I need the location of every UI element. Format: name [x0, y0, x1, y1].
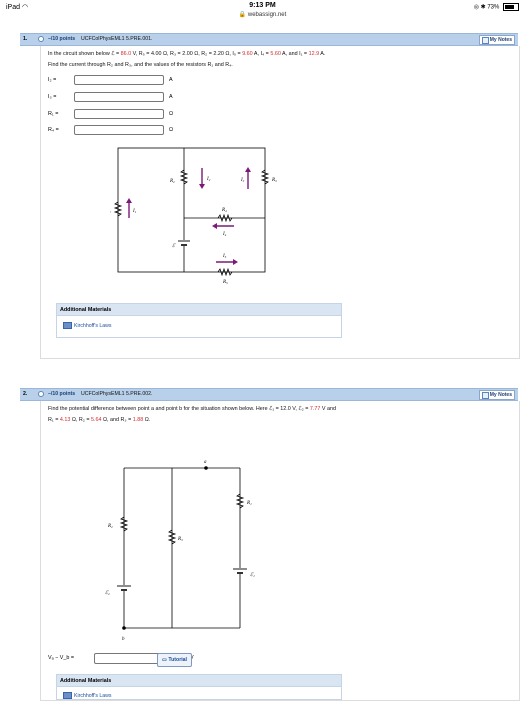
location-icon: ◎ [473, 4, 479, 11]
tutorial-button[interactable]: ▭ Tutorial [157, 653, 192, 667]
r4-input[interactable] [74, 125, 164, 135]
lock-icon: 🔒 [238, 12, 247, 18]
question-number: 1. [23, 36, 28, 42]
label-emf2: ℰ₂ [105, 590, 110, 596]
label-r1: R₁ [110, 209, 111, 214]
label-r3: R₃ [177, 537, 183, 542]
tutorial-icon: ▭ [162, 657, 167, 663]
question-status-icon [38, 36, 44, 42]
question-code: UCFColPhysEML1 5.PRE.002. [81, 391, 153, 397]
my-notes-button[interactable]: My Notes [478, 35, 515, 45]
label-point-a: a [204, 460, 207, 465]
kirchhoffs-laws-link[interactable]: Kirchhoff's Laws [63, 692, 112, 699]
question-points: –/10 points [48, 36, 76, 42]
r1-input[interactable] [74, 109, 164, 119]
clock: 9:13 PM [249, 2, 276, 9]
status-bar: iPad ◠ 9:13 PM 🔒 webassign.net ◎ ✱ 73% [0, 0, 525, 22]
wifi-icon: ◠ [21, 4, 29, 11]
label-r3: R₃ [271, 178, 277, 183]
label-r2: R₂ [107, 524, 113, 529]
q2-prompt-line1: Find the potential difference between po… [48, 406, 336, 412]
label-i1: I₁ [132, 209, 137, 214]
battery-icon [503, 3, 519, 11]
label-r1: R₁ [246, 501, 252, 506]
bluetooth-icon: ✱ [480, 4, 486, 11]
status-right: ◎ ✱ 73% [474, 3, 519, 11]
q2-additional-materials-header: Additional Materials [56, 674, 342, 687]
question-points: –/10 points [48, 391, 76, 397]
question-code: UCFColPhysEML1 5.PRE.001. [81, 36, 153, 42]
question-2-header: 2. –/10 points UCFColPhysEML1 5.PRE.002.… [20, 388, 518, 401]
label-emf1: ℰ₁ [250, 572, 255, 578]
battery-percent: 73% [487, 4, 500, 11]
kirchhoffs-laws-link[interactable]: Kirchhoff's Laws [63, 322, 112, 329]
q1-circuit-diagram: R₂ I₂ I₃ R₃ R₄ I₄ R₁ I₁ ℰ I₅ R₅ [110, 147, 277, 285]
book-icon [63, 692, 72, 699]
label-r2: R₂ [169, 179, 175, 184]
question-1-panel [40, 46, 520, 359]
label-r4: R₄ [221, 208, 227, 213]
q1-additional-materials-body: Kirchhoff's Laws [56, 316, 342, 338]
i2-input[interactable] [74, 75, 164, 85]
label-i5: I₅ [222, 254, 227, 259]
question-number: 2. [23, 391, 28, 397]
question-1-header: 1. –/10 points UCFColPhysEML1 5.PRE.001.… [20, 33, 518, 46]
label-point-b: b [122, 637, 125, 642]
question-status-icon [38, 391, 44, 397]
q2-additional-materials-body: Kirchhoff's Laws [56, 687, 342, 700]
q2-circuit-diagram: a b R₁ R₃ R₂ ℰ₁ ℰ₂ [105, 460, 255, 642]
label-emf: ℰ [172, 243, 176, 249]
label-i4: I₄ [222, 232, 227, 237]
my-notes-button[interactable]: My Notes [478, 390, 515, 400]
q1-prompt-line2: Find the current through R₂ and R₃, and … [48, 62, 233, 68]
device-label: iPad ◠ [6, 4, 29, 11]
label-i3: I₃ [240, 178, 245, 183]
q1-prompt-line1: In the circuit shown below ℰ = 86.0 V, R… [48, 51, 326, 57]
i3-input[interactable] [74, 92, 164, 102]
label-r5: R₅ [222, 280, 228, 285]
q2-prompt-line2: R₁ = 4.13 Ω, R₂ = 5.64 Ω, and R₃ = 1.88 … [48, 417, 151, 423]
url-label: 🔒 webassign.net [238, 12, 287, 18]
label-i2: I₂ [206, 177, 211, 182]
q1-additional-materials-header: Additional Materials [56, 303, 342, 316]
book-icon [63, 322, 72, 329]
